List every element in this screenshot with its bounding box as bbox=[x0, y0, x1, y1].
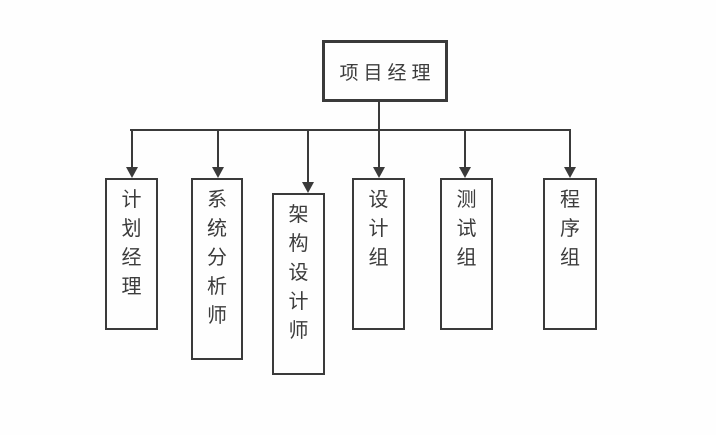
connector-drop-architect bbox=[307, 129, 309, 182]
node-testing-group: 测试组 bbox=[440, 178, 493, 330]
arrow-down-icon bbox=[564, 167, 576, 178]
arrow-down-icon bbox=[126, 167, 138, 178]
arrow-down-icon bbox=[302, 182, 314, 193]
node-label: 程序组 bbox=[560, 189, 580, 269]
node-planning-manager: 计划经理 bbox=[105, 178, 158, 330]
arrow-down-icon bbox=[373, 167, 385, 178]
connector-drop-systems-analyst bbox=[217, 129, 219, 167]
connector-drop-planning-manager bbox=[131, 129, 133, 167]
connector-trunk bbox=[130, 129, 571, 131]
node-label: 系统分析师 bbox=[207, 189, 227, 327]
connector-drop-testing-group bbox=[464, 129, 466, 167]
node-label: 计划经理 bbox=[121, 189, 142, 298]
node-project-manager: 项目经理 bbox=[322, 40, 448, 102]
connector-drop-programming-group bbox=[569, 129, 571, 167]
arrow-down-icon bbox=[212, 167, 224, 178]
node-label: 设计组 bbox=[368, 189, 389, 269]
node-programming-group: 程序组 bbox=[543, 178, 597, 330]
node-label: 项目经理 bbox=[339, 62, 436, 84]
node-label: 测试组 bbox=[456, 189, 477, 269]
connector-root-stem bbox=[378, 102, 380, 168]
node-systems-analyst: 系统分析师 bbox=[191, 178, 243, 360]
node-label: 架构设计师 bbox=[288, 204, 309, 342]
node-architect: 架构设计师 bbox=[272, 193, 325, 375]
arrow-down-icon bbox=[459, 167, 471, 178]
node-design-group: 设计组 bbox=[352, 178, 405, 330]
